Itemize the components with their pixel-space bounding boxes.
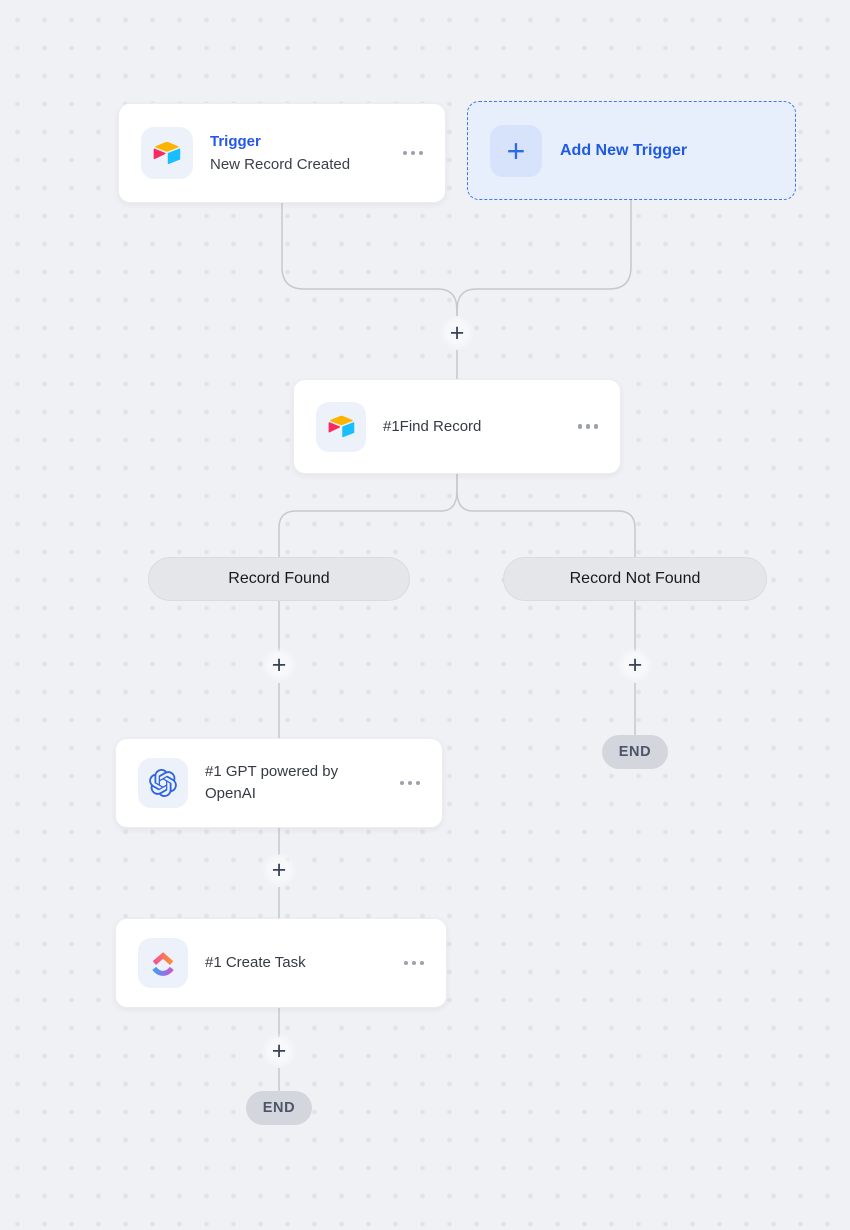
add-new-trigger-button[interactable]: + Add New Trigger bbox=[467, 101, 796, 200]
clickup-icon bbox=[138, 938, 188, 988]
gpt-openai-node[interactable]: #1 GPT powered by OpenAI bbox=[115, 738, 443, 828]
add-step-button-notfound-branch[interactable]: + bbox=[618, 648, 652, 682]
trigger-node[interactable]: Trigger New Record Created bbox=[118, 103, 446, 203]
airtable-icon bbox=[316, 401, 366, 452]
find-record-title: #1Find Record bbox=[383, 417, 482, 435]
openai-icon bbox=[138, 758, 188, 808]
add-step-button-after-create-task[interactable]: + bbox=[262, 1034, 296, 1068]
end-terminal-right: END bbox=[602, 735, 668, 769]
add-step-button-merge[interactable]: + bbox=[440, 316, 474, 350]
add-new-trigger-label: Add New Trigger bbox=[560, 141, 688, 159]
more-menu-icon[interactable] bbox=[402, 955, 427, 972]
airtable-icon bbox=[141, 127, 193, 179]
more-menu-icon[interactable] bbox=[401, 145, 426, 162]
add-step-button-found-branch[interactable]: + bbox=[262, 648, 296, 682]
trigger-badge: Trigger bbox=[210, 133, 261, 150]
branch-label-record-found: Record Found bbox=[148, 557, 410, 601]
create-task-node[interactable]: #1 Create Task bbox=[115, 918, 447, 1008]
more-menu-icon[interactable] bbox=[398, 775, 423, 792]
end-terminal-bottom: END bbox=[246, 1091, 312, 1125]
branch-label-record-not-found: Record Not Found bbox=[503, 557, 767, 601]
gpt-node-title: #1 GPT powered by OpenAI bbox=[205, 763, 339, 802]
plus-icon: + bbox=[490, 124, 542, 177]
find-record-node[interactable]: #1Find Record bbox=[293, 379, 621, 474]
add-step-button-after-gpt[interactable]: + bbox=[262, 853, 296, 887]
more-menu-icon[interactable] bbox=[576, 418, 601, 435]
create-task-title: #1 Create Task bbox=[205, 954, 306, 971]
trigger-title: New Record Created bbox=[210, 156, 351, 173]
